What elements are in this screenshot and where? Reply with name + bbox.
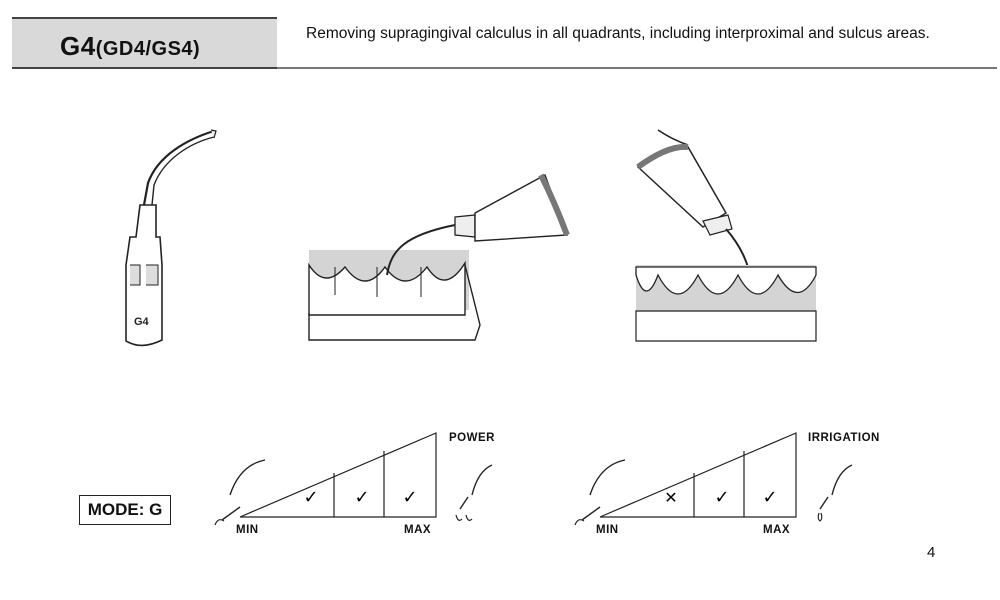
header-divider — [277, 67, 997, 69]
irrigation-scale-min: MIN — [596, 524, 619, 536]
power-mark-3: ✓ — [402, 487, 417, 508]
power-mark-1: ✓ — [303, 487, 318, 508]
power-scale-graphic: ✓ ✓ ✓ — [214, 432, 493, 526]
irrigation-mark-1: ✕ — [664, 488, 677, 507]
scaling-lower-teeth-illustration — [308, 173, 570, 341]
description-text: Removing supragingival calculus in all q… — [306, 25, 930, 42]
model-name: G4 — [60, 31, 96, 61]
power-mark-2: ✓ — [354, 487, 369, 508]
irrigation-mark-3: ✓ — [762, 487, 777, 508]
model-variants: (GD4/GS4) — [95, 38, 201, 60]
scaler-tip-illustration: G4 — [125, 129, 217, 347]
header-title-box — [12, 17, 277, 69]
page-number: 4 — [927, 544, 936, 561]
scaling-interproximal-illustration — [635, 129, 817, 342]
irrigation-scale-graphic: ✕ ✓ ✓ — [574, 432, 853, 526]
mode-label: MODE: G — [79, 495, 171, 525]
power-scale-max: MAX — [404, 524, 432, 536]
power-scale-min: MIN — [236, 524, 259, 536]
tip-label: G4 — [134, 316, 150, 328]
page-title: G4(GD4/GS4) — [60, 31, 200, 62]
irrigation-scale-title: IRRIGATION — [808, 432, 880, 444]
irrigation-mark-2: ✓ — [714, 487, 729, 508]
power-scale-title: POWER — [449, 432, 495, 444]
irrigation-scale-max: MAX — [763, 524, 791, 536]
